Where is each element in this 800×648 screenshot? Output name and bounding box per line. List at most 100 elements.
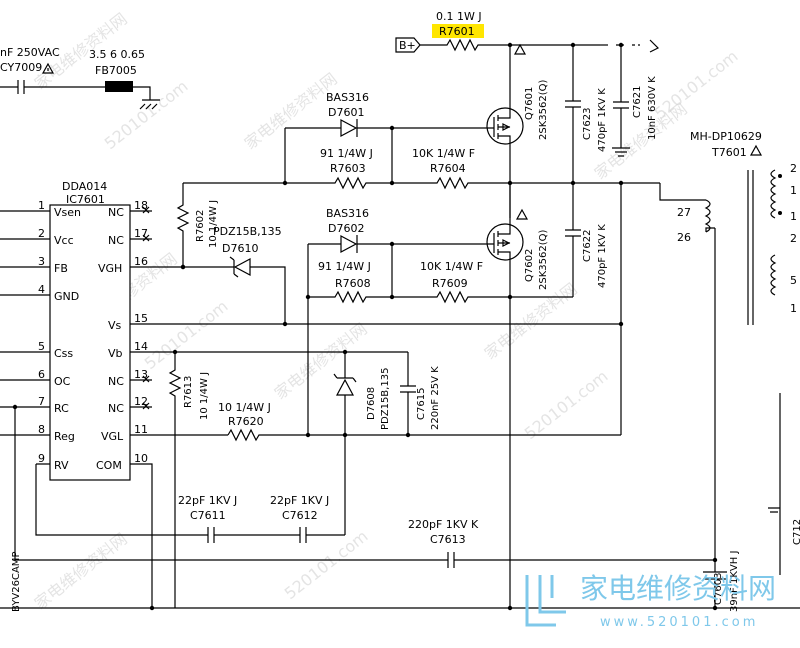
ic-pin-name: NC (108, 206, 124, 219)
q7602-type: 2SK3562(Q) (538, 230, 549, 290)
ic-part: DDA014 (62, 180, 107, 193)
junction-dot (507, 605, 513, 611)
junction-dot (282, 180, 288, 186)
ic-pin-number: 2 (38, 227, 45, 240)
t7601-pin: 1 (790, 184, 797, 197)
c7622-capacitor (565, 183, 581, 297)
ic7601-chip: DDA014 IC7601 1 Vsen 2 Vcc 3 FB 4 GND 5 … (0, 180, 624, 608)
d7602-diode (308, 235, 480, 253)
ic-body (49, 204, 131, 481)
watermark-logo: 家电维修资料网 www.520101.com (525, 572, 776, 630)
ic-pin-number: 15 (134, 312, 148, 325)
c7622-group: C7622 470pF 1KV K (507, 183, 622, 435)
r7603-value: 91 1/4W J (320, 147, 373, 160)
r7604-name: R7604 (430, 162, 466, 175)
t7601-type: MH-DP10629 (690, 130, 762, 143)
c7611-value: 22pF 1KV J (178, 494, 237, 507)
d7608-c7615-group: D7608 PDZ15B,135 C7615 220nF 25V K (333, 352, 441, 535)
ic-pin-name: Vb (108, 347, 123, 360)
ic-pin-number: 1 (38, 199, 45, 212)
t7601-pin: 5 (790, 274, 797, 287)
c7622-name: C7622 (582, 230, 593, 262)
ic-pin-name: GND (54, 290, 79, 303)
junction-dot (389, 294, 395, 300)
c7613-name: C7613 (430, 533, 466, 546)
capacitor-fragment (768, 507, 780, 513)
junction-dot (149, 605, 155, 611)
r7602-resistor (176, 183, 190, 267)
ic-pin-number: 10 (134, 452, 148, 465)
ic-pin-number: 3 (38, 255, 45, 268)
q7602-body (486, 223, 524, 261)
c7120-partial: C712 (792, 519, 800, 545)
r7620-name: R7620 (228, 415, 264, 428)
c7603-value: 39nF 1KVH J (729, 551, 740, 612)
wire (35, 464, 200, 536)
bottom-capacitors: 22pF 1KV J C7611 22pF 1KV J C7612 220pF … (14, 407, 718, 568)
polarity-dot (778, 211, 782, 215)
c7615-name: C7615 (416, 388, 427, 420)
watermark-text: 520101.com (521, 366, 612, 443)
c7623-name: C7623 (582, 108, 593, 140)
ic-right-pins (130, 210, 621, 608)
c7623-c7621-group: C7623 470pF 1KV K C7621 10nF 630V K (565, 45, 658, 182)
ic-pin-name: Reg (54, 430, 75, 443)
t7601-pin: 1 (790, 210, 797, 223)
r7609-name: R7609 (432, 277, 468, 290)
fb7005-name: FB7005 (95, 64, 137, 77)
r7602-name: R7602 (195, 210, 206, 242)
c7613-value: 220pF 1KV K (408, 518, 479, 531)
q7601-mosfet: Q7601 2SK3562(Q) (480, 43, 549, 218)
ic-pin-number: 14 (134, 340, 148, 353)
warning-icon (41, 62, 55, 74)
ic-pin-name: Vsen (54, 206, 81, 219)
d7608-name: D7608 (366, 387, 377, 420)
watermark-text: 家电维修资料网 (31, 529, 131, 613)
c7623-value: 470pF 1KV K (597, 88, 608, 152)
ic-pin-number: 4 (38, 283, 45, 296)
r7609-value: 10K 1/4W F (420, 260, 483, 273)
wire (307, 244, 393, 297)
c7611-name: C7611 (190, 509, 226, 522)
d7610-type: PDZ15B,135 (213, 225, 282, 238)
lower-gate-network: BAS316 D7602 91 1/4W J R7608 10K 1/4W F … (305, 207, 510, 435)
d7602-name: D7602 (328, 222, 364, 235)
c7615-value: 220nF 25V K (430, 366, 441, 430)
q7601-name: Q7601 (524, 87, 535, 120)
ground-icon (133, 86, 160, 110)
d7610-name: D7610 (222, 242, 258, 255)
byv26-fragment: BYV26CAMP (11, 552, 22, 612)
ic-pin-name: RV (54, 459, 69, 472)
watermark-text: 520101.com (141, 296, 232, 373)
ic-left-pins (0, 210, 50, 465)
r7620-value: 10 1/4W J (218, 401, 271, 414)
ic-pin-name: OC (54, 375, 71, 388)
connector-partial (649, 39, 660, 53)
c7623-capacitor (565, 45, 581, 182)
warning-icon (749, 144, 763, 156)
logo-cn-text: 家电维修资料网 (580, 572, 776, 605)
ic-pin-name: NC (108, 402, 124, 415)
cy7009-capacitor (0, 80, 105, 94)
d7601-type: BAS316 (326, 91, 369, 104)
r7608-name: R7608 (335, 277, 371, 290)
warning-icon (513, 43, 527, 55)
c7615-capacitor (400, 352, 416, 435)
ic-pin-name: VGH (98, 262, 122, 275)
ic-pin-number: 9 (38, 452, 45, 465)
junction-dot (305, 432, 311, 438)
bplus-r7601-group: B+ 0.1 1W J R7601 (395, 10, 660, 53)
r7613-group: R7613 10 1/4W J (168, 352, 210, 608)
d7608-type: PDZ15B,135 (380, 368, 391, 430)
ic-pin-name: NC (108, 375, 124, 388)
d7610-zener: PDZ15B,135 D7610 (183, 225, 286, 324)
c7612-name: C7612 (282, 509, 318, 522)
wire (659, 183, 706, 201)
r7601-name: R7601 (439, 25, 475, 38)
ic-pin-name: Vcc (54, 234, 74, 247)
c7612-value: 22pF 1KV J (270, 494, 329, 507)
r7613-resistor (168, 352, 182, 608)
c7603-capacitor (703, 228, 727, 608)
ic-pin-name: RC (54, 402, 69, 415)
q7601-symbol (480, 106, 511, 148)
